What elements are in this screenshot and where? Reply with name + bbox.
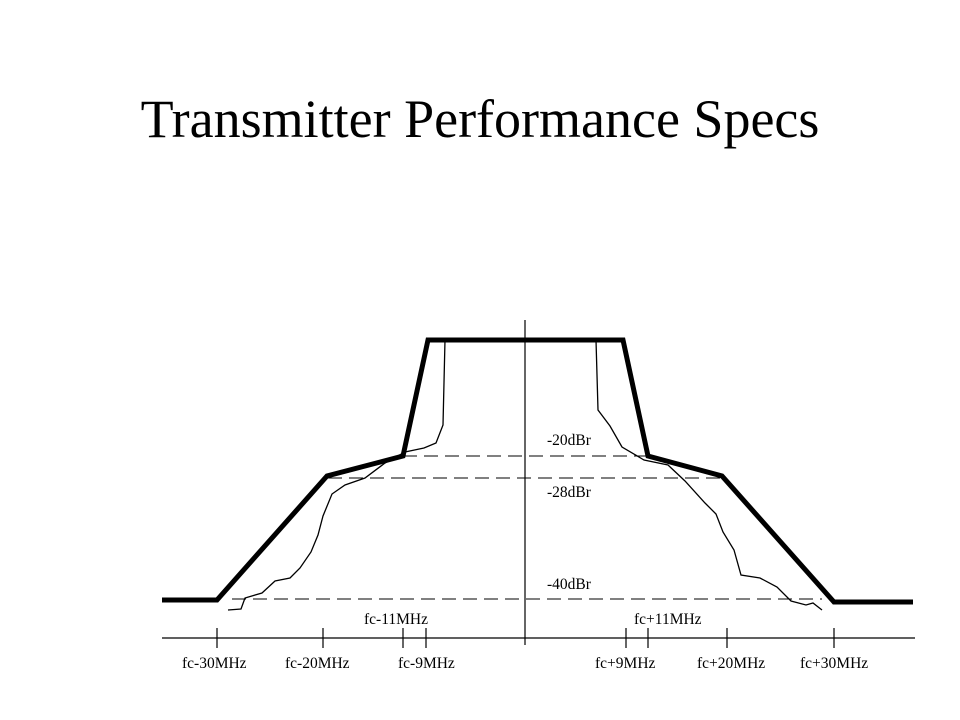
level-label-40dbr: -40dBr [547, 576, 592, 593]
level-dashed-lines [232, 455, 822, 600]
spectral-mask-limit [162, 337, 913, 605]
axis-ticks [216, 628, 835, 648]
freq-label-fc-minus-9: fc-9MHz [398, 655, 455, 672]
freq-label-fc-plus-30: fc+30MHz [800, 655, 868, 672]
level-label-20dbr: -20dBr [547, 432, 592, 449]
freq-label-fc-minus-30: fc-30MHz [182, 655, 247, 672]
freq-label-fc-plus-9: fc+9MHz [595, 655, 656, 672]
freq-label-fc-plus-11: fc+11MHz [634, 611, 702, 628]
freq-label-fc-minus-11: fc-11MHz [364, 611, 428, 628]
freq-label-fc-minus-20: fc-20MHz [285, 655, 350, 672]
freq-label-fc-plus-20: fc+20MHz [697, 655, 765, 672]
slide-title: Transmitter Performance Specs [140, 89, 820, 149]
level-label-28dbr: -28dBr [547, 484, 592, 501]
